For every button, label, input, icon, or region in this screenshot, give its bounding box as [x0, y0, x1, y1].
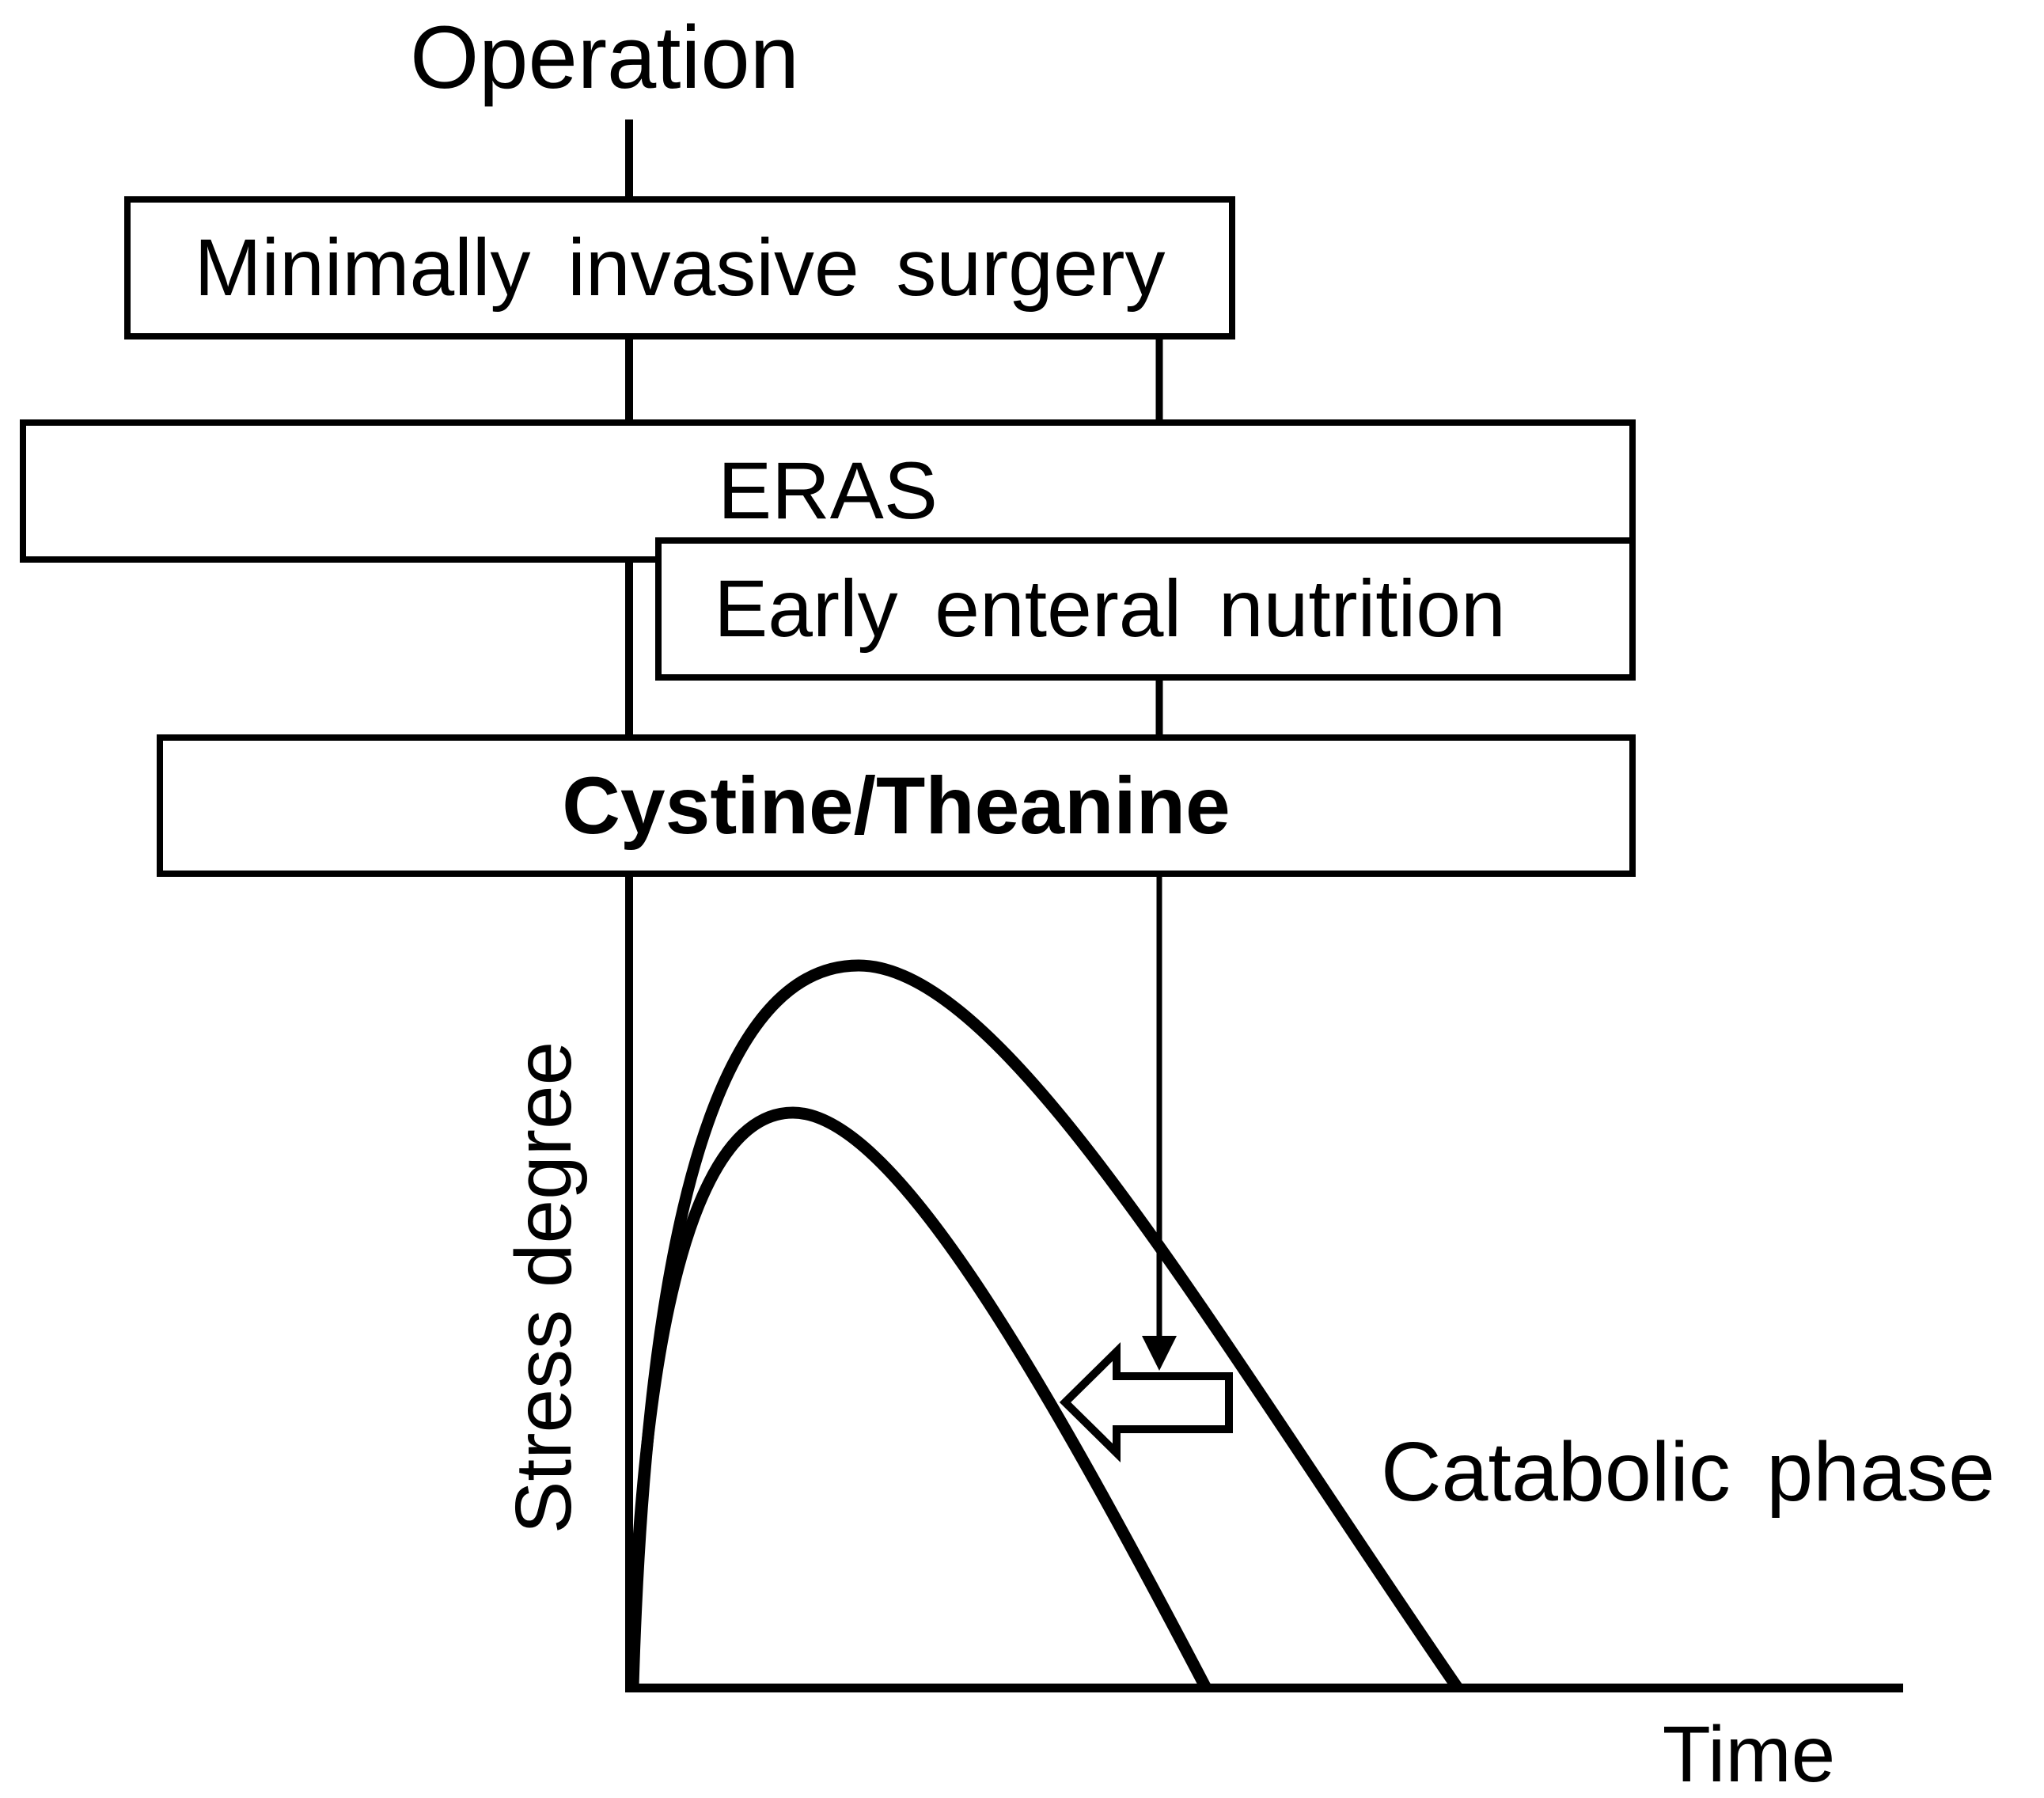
stress-curve-tall	[627, 959, 1463, 1692]
box-cystine-theanine: Cystine/Theanine	[157, 734, 1636, 877]
box-cystine-theanine-label: Cystine/Theanine	[562, 760, 1231, 851]
box-eras-label: ERAS	[718, 446, 938, 536]
shift-left-arrow-icon	[1059, 1342, 1233, 1462]
box-minimally-invasive-surgery-label: Minimally invasive surgery	[194, 222, 1166, 313]
box-early-enteral-nutrition-label: Early enteral nutrition	[714, 563, 1506, 654]
box-minimally-invasive-surgery: Minimally invasive surgery	[124, 196, 1235, 339]
box-early-enteral-nutrition: Early enteral nutrition	[655, 537, 1636, 681]
x-axis-label: Time	[1662, 1710, 1836, 1798]
intervention-down-arrowhead-icon	[1142, 1336, 1177, 1371]
catabolic-phase-annotation: Catabolic phase	[1381, 1425, 1996, 1519]
stress-curve-short	[625, 1106, 1212, 1691]
operation-title: Operation	[410, 8, 799, 107]
